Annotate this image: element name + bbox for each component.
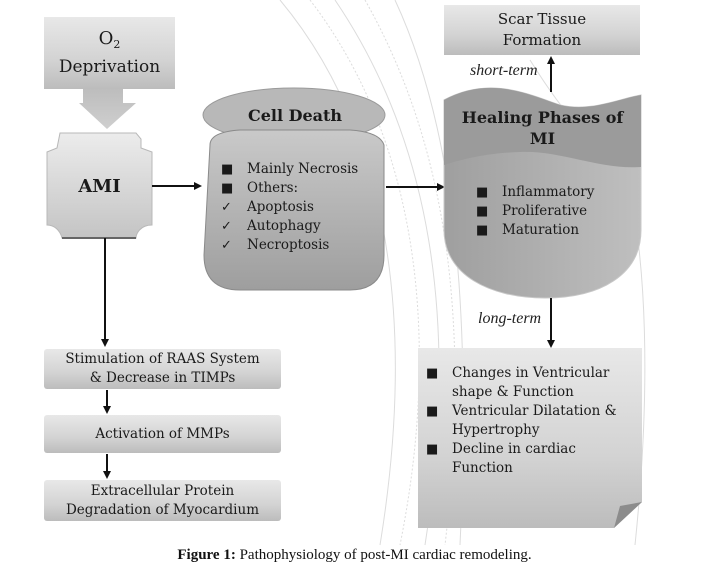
raas-box-shape: [44, 349, 281, 389]
list-item: ■Mainly Necrosis: [221, 161, 359, 177]
healing-title: Healing Phases of MI: [444, 106, 641, 150]
arrow-short-term: [547, 56, 555, 92]
mmps-node: Activation of MMPs: [95, 425, 230, 442]
o2-deprivation-node: O2 Deprivation: [44, 20, 175, 86]
arrow-raas-to-mmps: [103, 390, 111, 414]
list-item: ✓Necroptosis: [221, 237, 330, 253]
o2-label: O2: [98, 28, 121, 51]
arrow-cell-death-to-healing: [386, 183, 445, 191]
list-item: ✓Apoptosis: [221, 199, 314, 215]
o2-box-shape: [44, 17, 175, 89]
healing-title-line-1: Healing Phases of: [461, 108, 624, 127]
scar-tissue-node: Scar Tissue Formation: [444, 7, 640, 53]
scar-line-2: Formation: [502, 31, 582, 49]
cell-death-body: [203, 129, 385, 291]
short-term-label: short-term: [470, 62, 538, 79]
ecm-line-2: Degradation of Myocardium: [65, 501, 259, 518]
scar-box-shape: [444, 5, 640, 55]
ecm-box-shape: [44, 480, 281, 521]
arrow-long-term: [547, 298, 555, 348]
list-item: ■Proliferative: [476, 203, 588, 219]
raas-line-2: & Decrease in TIMPs: [89, 370, 236, 386]
deprivation-label: Deprivation: [58, 57, 161, 77]
ecm-degradation-node: Extracellular Protein Degradation of Myo…: [44, 480, 281, 521]
healing-title-line-2: MI: [529, 129, 556, 148]
figure-caption: Figure 1: Pathophysiology of post-MI car…: [0, 547, 709, 564]
folded-corner: [614, 502, 642, 528]
long-term-label: long-term: [478, 310, 542, 327]
arrow-ami-to-cell-death: [152, 182, 202, 190]
raas-line-1: Stimulation of RAAS System: [65, 351, 260, 367]
scar-line-1: Scar Tissue: [497, 10, 587, 28]
caption-prefix: Figure 1:: [177, 547, 236, 563]
list-item: ■Inflammatory: [476, 184, 595, 200]
list-item: ■Others:: [221, 180, 299, 196]
cell-death-title: Cell Death: [247, 105, 343, 125]
list-item: ■Ventricular Dilatation &Hypertrophy: [426, 403, 617, 438]
mmps-box-shape: [44, 415, 281, 453]
raas-node: Stimulation of RAAS System & Decrease in…: [44, 349, 281, 389]
arrow-ami-to-raas: [101, 238, 109, 347]
healing-title-band: [444, 87, 641, 168]
cell-death-list: ■Mainly Necrosis ■Others: ✓Apoptosis ✓Au…: [221, 160, 381, 255]
thick-down-arrow: [79, 89, 136, 129]
healing-phases-list: ■Inflammatory ■Proliferative ■Maturation: [476, 183, 636, 240]
long-term-box-shape: [418, 348, 642, 528]
list-item: ■Maturation: [476, 222, 580, 238]
arrow-mmps-to-ecm: [103, 454, 111, 479]
caption-text: Pathophysiology of post-MI cardiac remod…: [235, 547, 532, 563]
ecm-line-1: Extracellular Protein: [90, 482, 235, 499]
ami-node: AMI: [78, 175, 121, 197]
list-item: ✓Autophagy: [221, 218, 321, 234]
